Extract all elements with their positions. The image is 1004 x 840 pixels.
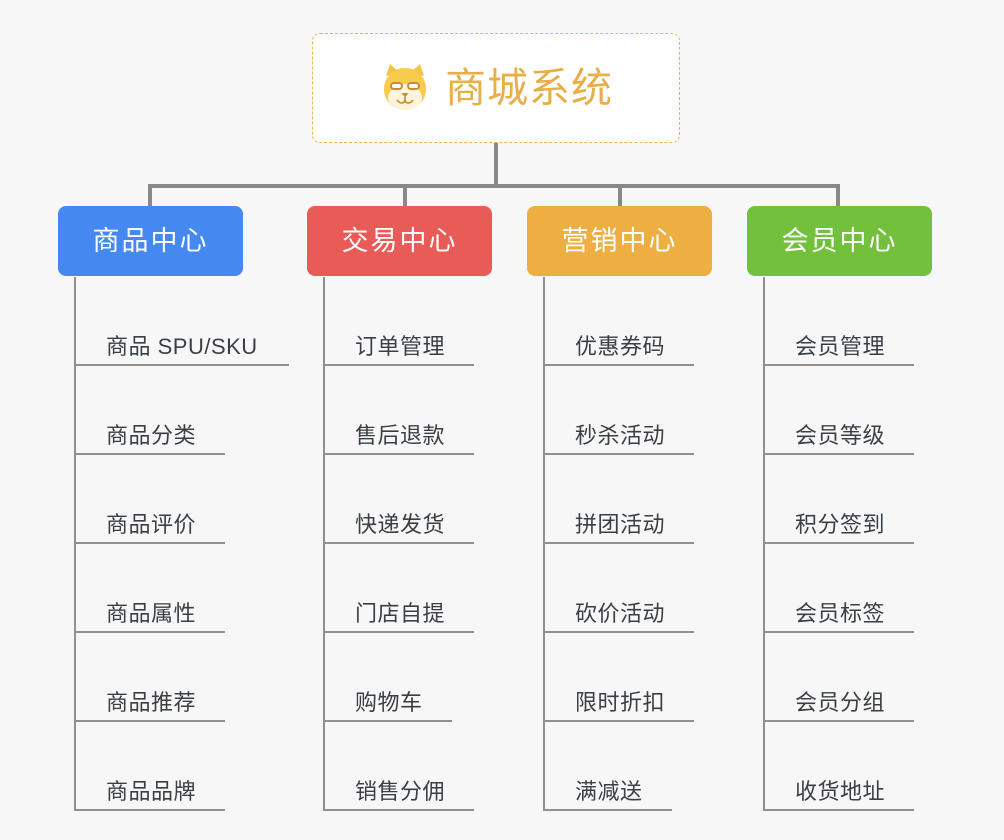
leaf-label: 订单管理 xyxy=(355,334,446,359)
drop-line-4 xyxy=(836,184,840,206)
leaf-label: 会员等级 xyxy=(795,423,886,448)
category-label-2: 营销中心 xyxy=(561,225,678,256)
branch-trunk-0 xyxy=(74,277,76,811)
leaf-label: 收货地址 xyxy=(795,779,886,804)
leaf-label: 会员标签 xyxy=(795,601,886,626)
category-box-2[interactable]: 营销中心 xyxy=(527,206,712,276)
leaf-label: 商品属性 xyxy=(106,601,197,626)
leaf-label: 砍价活动 xyxy=(575,601,666,626)
leaf-label: 会员管理 xyxy=(795,334,886,359)
leaf-underline xyxy=(763,720,914,722)
leaf-underline xyxy=(74,720,225,722)
leaf-label: 商品评价 xyxy=(106,512,197,537)
leaf-underline xyxy=(74,809,225,811)
leaf-underline xyxy=(543,542,694,544)
category-label-3: 会员中心 xyxy=(781,225,898,256)
leaf-label: 售后退款 xyxy=(355,423,446,448)
leaf-underline xyxy=(763,542,914,544)
drop-line-3 xyxy=(618,184,622,206)
root-stem-line xyxy=(494,143,498,186)
leaf-label: 商品分类 xyxy=(106,423,197,448)
leaf-label: 商品推荐 xyxy=(106,690,197,715)
leaf-label: 快递发货 xyxy=(355,512,446,537)
root-title: 商城系统 xyxy=(445,64,613,111)
leaf-label: 销售分佣 xyxy=(355,779,446,804)
leaf-label: 商品品牌 xyxy=(106,779,197,804)
leaf-underline xyxy=(323,631,474,633)
branch-trunk-1 xyxy=(323,277,325,811)
leaf-label: 会员分组 xyxy=(795,690,886,715)
leaf-underline xyxy=(74,542,225,544)
shiba-dog-face-icon xyxy=(379,62,431,114)
leaf-underline xyxy=(323,542,474,544)
root-node[interactable]: 商城系统 xyxy=(312,33,680,143)
leaf-label: 购物车 xyxy=(355,690,423,715)
leaf-label: 门店自提 xyxy=(355,601,446,626)
leaf-underline xyxy=(74,631,225,633)
leaf-underline xyxy=(323,720,452,722)
leaf-label: 秒杀活动 xyxy=(575,423,666,448)
leaf-underline xyxy=(763,631,914,633)
leaf-label: 优惠券码 xyxy=(575,334,666,359)
leaf-underline xyxy=(323,364,474,366)
leaf-label: 积分签到 xyxy=(795,512,886,537)
drop-line-1 xyxy=(148,184,152,206)
drop-line-2 xyxy=(403,184,407,206)
leaf-underline xyxy=(543,453,694,455)
leaf-label: 商品 SPU/SKU xyxy=(106,334,258,359)
leaf-underline xyxy=(543,720,694,722)
branch-trunk-3 xyxy=(763,277,765,811)
category-box-3[interactable]: 会员中心 xyxy=(747,206,932,276)
category-label-0: 商品中心 xyxy=(92,225,209,256)
leaf-label: 拼团活动 xyxy=(575,512,666,537)
leaf-underline xyxy=(74,453,225,455)
category-box-1[interactable]: 交易中心 xyxy=(307,206,492,276)
horizontal-bus-line xyxy=(148,184,840,188)
leaf-underline xyxy=(74,364,289,366)
leaf-underline xyxy=(543,809,672,811)
branch-trunk-2 xyxy=(543,277,545,811)
leaf-underline xyxy=(763,809,914,811)
category-box-0[interactable]: 商品中心 xyxy=(58,206,243,276)
leaf-label: 限时折扣 xyxy=(575,690,666,715)
leaf-underline xyxy=(543,631,694,633)
leaf-underline xyxy=(763,453,914,455)
leaf-underline xyxy=(323,453,474,455)
leaf-underline xyxy=(763,364,914,366)
leaf-label: 满减送 xyxy=(575,779,643,804)
leaf-underline xyxy=(323,809,474,811)
category-label-1: 交易中心 xyxy=(341,225,458,256)
leaf-underline xyxy=(543,364,694,366)
